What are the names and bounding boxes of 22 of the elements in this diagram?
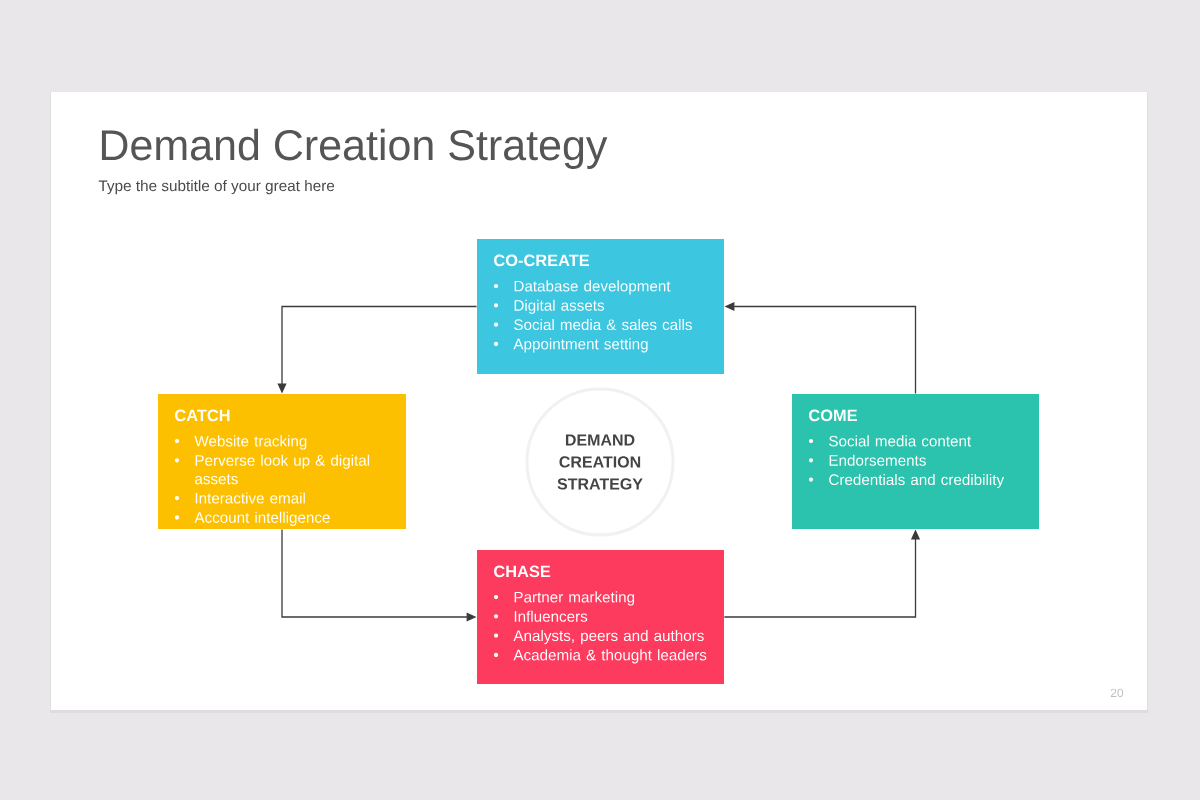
list-item: Interactive email [195,492,305,504]
list-item: Perverse look up & digital assets [195,454,370,485]
box-heading: CATCH [175,409,230,422]
list-item: Analysts, peers and authors [513,629,704,645]
box-heading: COME [809,409,857,422]
slide-title: Demand Creation Strategy [101,128,608,169]
box-heading: CHASE [494,565,551,578]
list-item: Academia & thought leaders [513,649,707,664]
list-item: Partner marketing [514,591,635,606]
list-item: Endorsements [829,454,926,466]
list-item: Credentials and credibility [829,473,1005,489]
list-item: Influencers [514,610,588,622]
list-item: Account intelligence [194,511,330,526]
list-item: Website tracking [194,435,307,450]
list-item: Social media content [829,435,972,447]
page-number: 20 [1110,688,1124,698]
box-heading: CO-CREATE [494,254,589,267]
list-item: Social media & sales calls [514,318,692,331]
list-item: Digital assets [514,299,605,314]
list-item: Appointment setting [513,338,648,353]
list-item: Database development [514,280,671,295]
slide-subtitle: Type the subtitle of your great here [98,179,335,195]
